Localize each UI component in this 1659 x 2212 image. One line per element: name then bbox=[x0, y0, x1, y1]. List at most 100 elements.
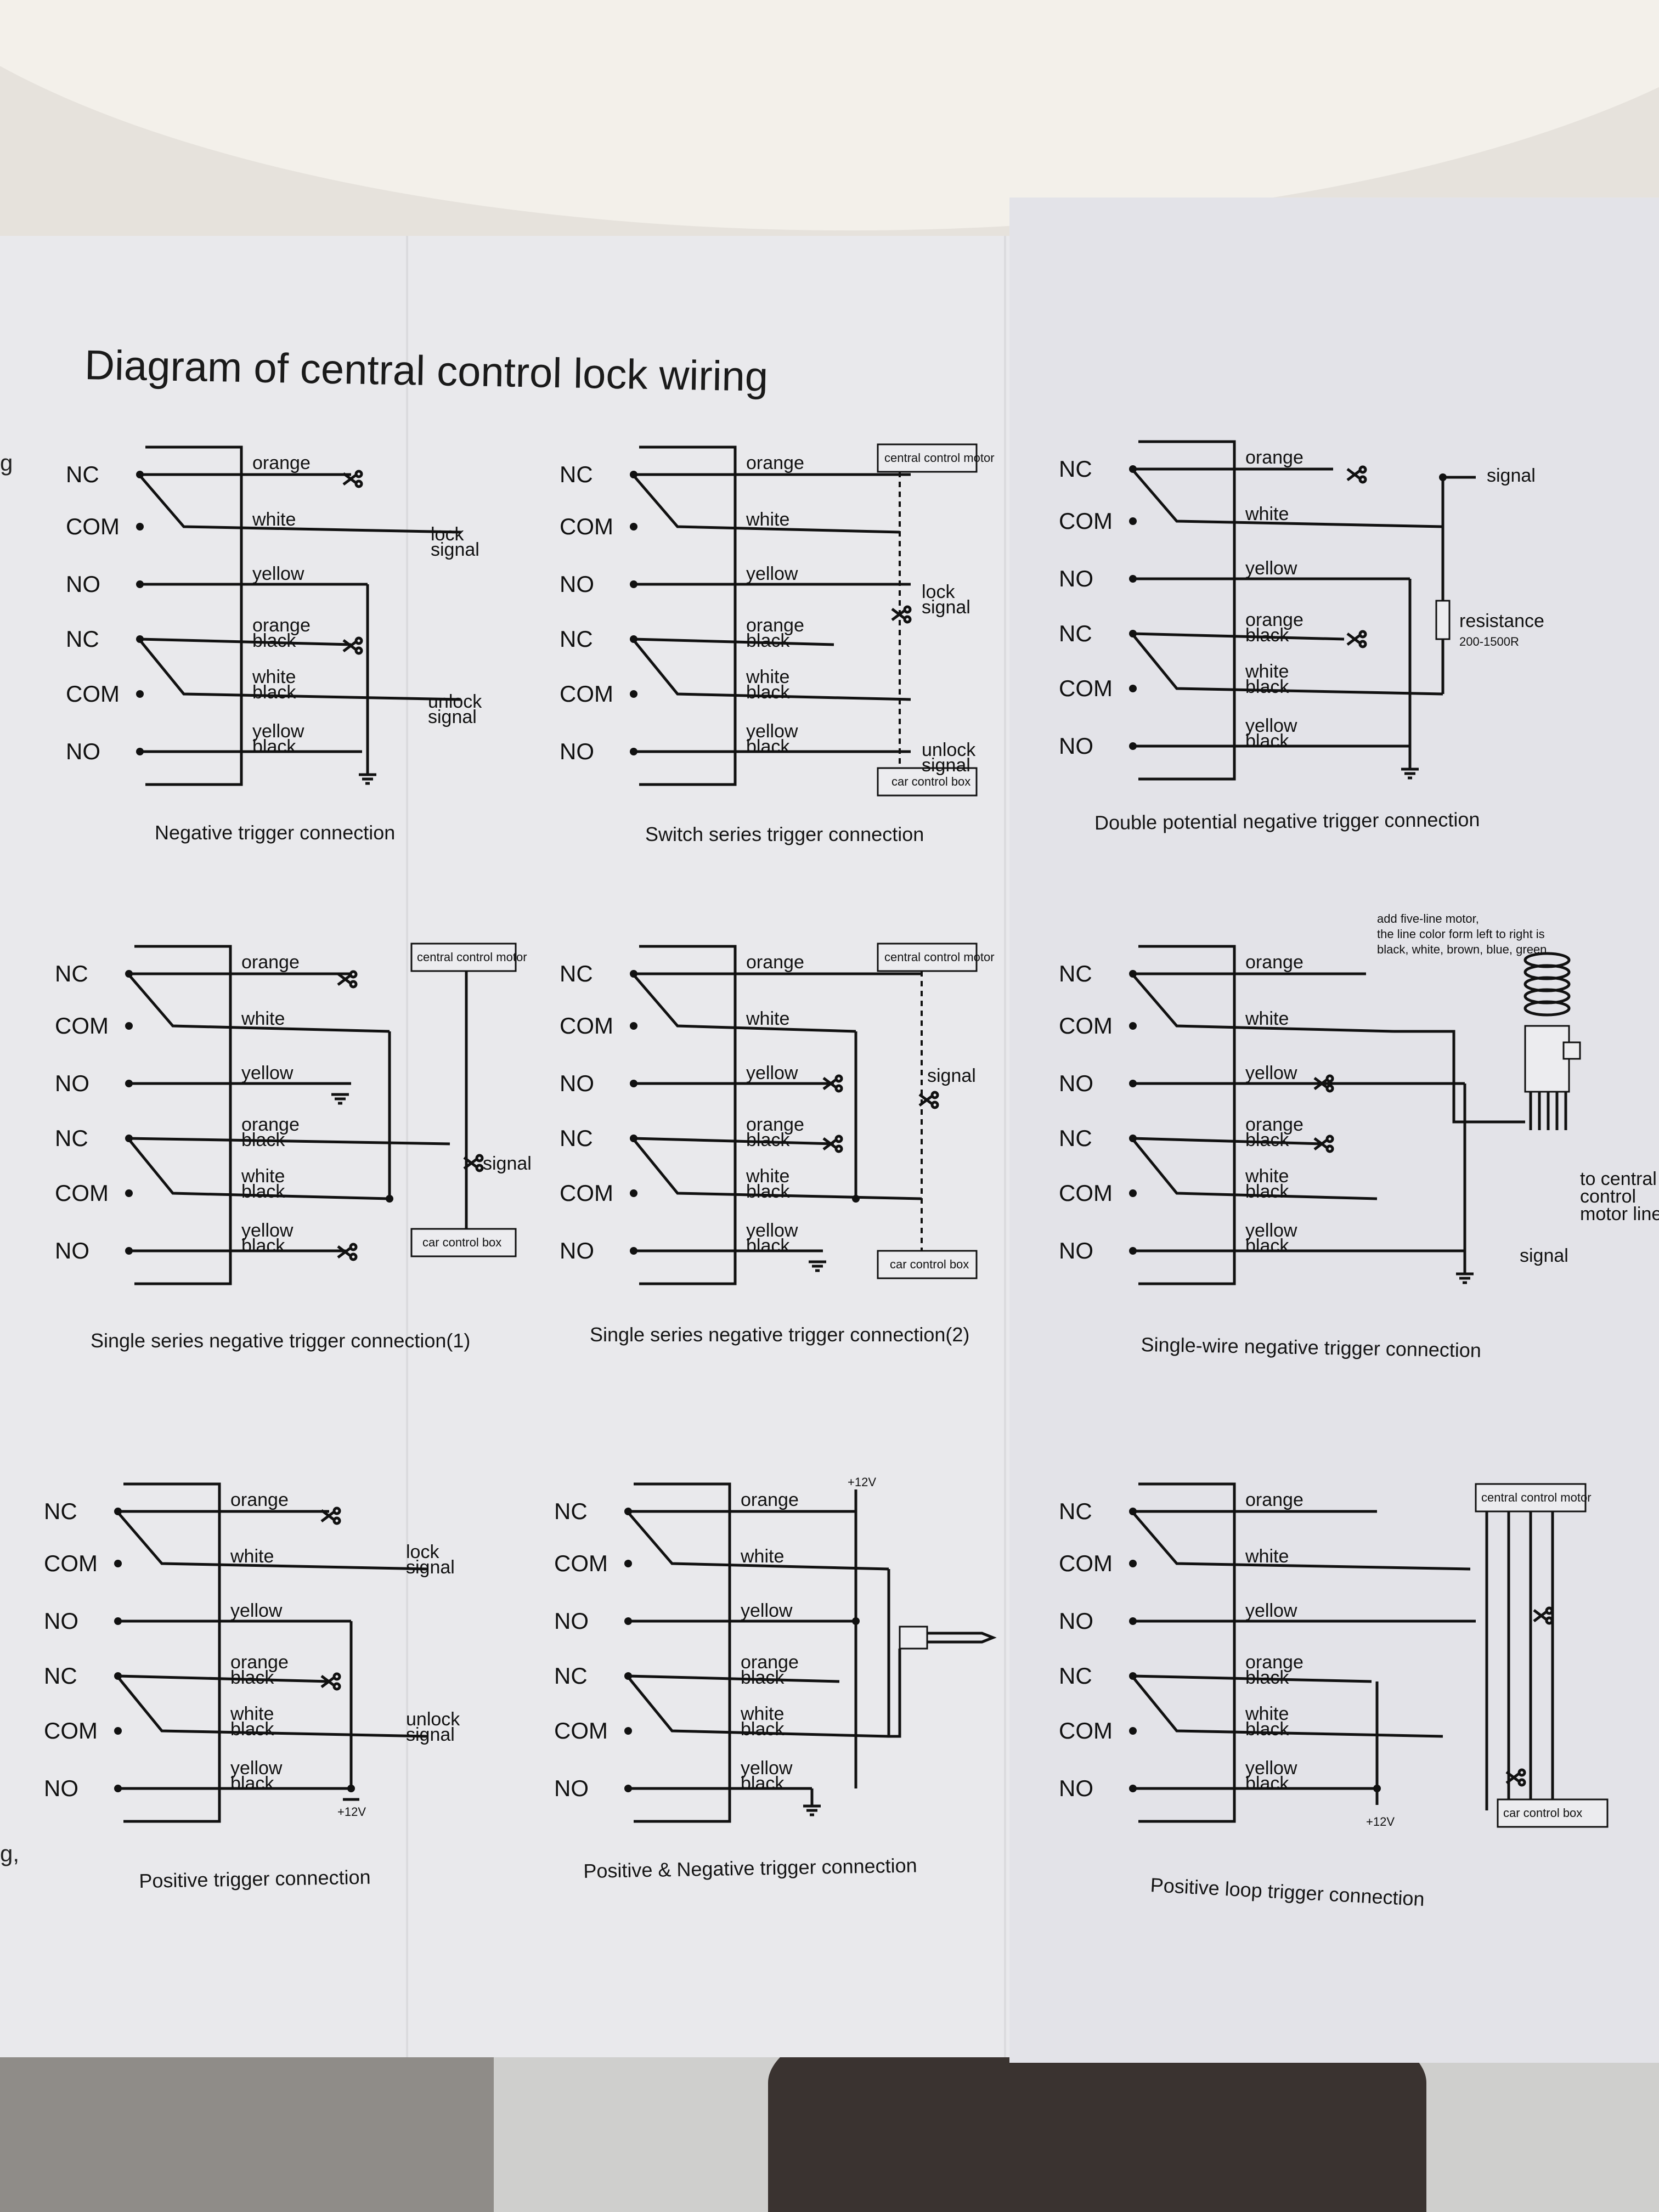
wire-label-white: white bbox=[252, 509, 296, 530]
wire-label-yellow: yellow bbox=[241, 1063, 294, 1084]
pin-terminal bbox=[1129, 1727, 1137, 1735]
scissors-icon bbox=[463, 1154, 484, 1172]
pin-label-com: COM bbox=[560, 681, 613, 707]
unlock-signal-label: unlock bbox=[406, 1709, 460, 1730]
resistor bbox=[1435, 600, 1451, 640]
wire-label-white-black: white bbox=[1245, 1166, 1289, 1187]
wire-label-yellow: yellow bbox=[746, 1063, 798, 1084]
pin-label-com: COM bbox=[560, 1013, 613, 1039]
wire-label-orange-black: black bbox=[1245, 1130, 1289, 1150]
wire-white-black bbox=[117, 1676, 428, 1738]
wire-orange-black bbox=[1132, 1674, 1372, 1683]
wire-label-orange-black: black bbox=[746, 630, 790, 651]
pin-label-com: COM bbox=[66, 681, 120, 707]
pin-label-nc: NC bbox=[66, 626, 99, 652]
edge-fragment: g, bbox=[0, 1841, 20, 1866]
wire-label-white-black: black bbox=[1245, 676, 1289, 697]
scissors-icon bbox=[342, 470, 363, 488]
wire-label-yellow: yellow bbox=[252, 563, 304, 584]
wire-orange-black bbox=[1132, 1137, 1323, 1146]
resistance-label: resistance bbox=[1459, 611, 1544, 631]
central-control-motor-box bbox=[877, 943, 978, 972]
wire-label-orange: orange bbox=[241, 952, 300, 973]
wiring-svg: NCCOMNONCCOMNOorangewhiteyelloworangebla… bbox=[560, 443, 995, 797]
junction-dot bbox=[1439, 473, 1447, 481]
ground-icon bbox=[359, 773, 376, 785]
pin-label-nc: NC bbox=[560, 1125, 593, 1151]
wire-label-orange-black: orange bbox=[746, 615, 804, 636]
lock-signal-label: lock bbox=[406, 1542, 439, 1562]
wire-label-yellow-black: yellow bbox=[1245, 715, 1297, 736]
wire-label-orange-black: black bbox=[741, 1667, 785, 1688]
wire-white bbox=[117, 1511, 428, 1571]
junction-dot bbox=[852, 1195, 860, 1203]
wire-label-white-black: white bbox=[740, 1703, 784, 1724]
car-control-box bbox=[877, 1250, 978, 1279]
wire-label-orange-black: black bbox=[230, 1667, 274, 1688]
wire-label-yellow-black: black bbox=[1245, 731, 1289, 752]
pin-label-no: NO bbox=[1059, 1775, 1093, 1801]
wire-label-white-black: white bbox=[230, 1703, 274, 1724]
wire-label-yellow: yellow bbox=[1245, 1063, 1297, 1084]
pin-terminal bbox=[630, 690, 637, 698]
wire-label-orange-black: black bbox=[746, 1130, 790, 1150]
pin-terminal bbox=[125, 1022, 133, 1030]
wire-orange-black bbox=[117, 1674, 330, 1683]
ground-icon bbox=[1456, 1272, 1474, 1284]
pin-label-no: NO bbox=[554, 1775, 589, 1801]
pin-label-no: NO bbox=[1059, 733, 1093, 759]
car-control-box-label: car control box bbox=[891, 775, 970, 788]
pin-label-no: NO bbox=[560, 738, 594, 764]
pin-label-com: COM bbox=[44, 1550, 98, 1576]
pin-terminal bbox=[125, 1189, 133, 1197]
caption-negative-trigger: Negative trigger connection bbox=[155, 821, 396, 844]
pin-label-no: NO bbox=[1059, 566, 1093, 591]
wire-label-orange: orange bbox=[1245, 952, 1304, 973]
scissors-icon bbox=[320, 1672, 341, 1691]
car-control-box bbox=[1497, 1798, 1609, 1828]
scissors-icon bbox=[320, 1506, 341, 1525]
wire-label-yellow-black: black bbox=[230, 1773, 274, 1794]
central-control-motor-label: central control motor bbox=[1481, 1491, 1592, 1504]
scissors-icon bbox=[1346, 630, 1367, 648]
relay-bracket bbox=[123, 1482, 221, 1823]
pin-terminal bbox=[630, 523, 637, 531]
pin-terminal bbox=[630, 1189, 637, 1197]
pin-terminal bbox=[1129, 685, 1137, 692]
central-control-motor-box bbox=[410, 943, 517, 972]
wire-white bbox=[627, 1511, 889, 1571]
lock-signal-label: signal bbox=[922, 597, 970, 618]
five-line-motor-note: the line color form left to right is bbox=[1377, 927, 1545, 941]
plus12v-label: +12V bbox=[848, 1475, 876, 1489]
pin-label-nc: NC bbox=[560, 961, 593, 986]
wiring-svg: NCCOMNONCCOMNOorangewhiteyelloworangebla… bbox=[560, 943, 995, 1285]
junction-dot bbox=[386, 1195, 393, 1203]
relay-bracket bbox=[634, 1482, 731, 1823]
wiring-svg: NCCOMNONCCOMNOorangewhiteyelloworangebla… bbox=[1059, 440, 1544, 781]
wire-label-white-black: white bbox=[241, 1166, 285, 1187]
plus12v-label: +12V bbox=[1366, 1815, 1395, 1829]
signal-label: signal bbox=[1487, 465, 1536, 486]
pin-terminal bbox=[1129, 517, 1137, 525]
pin-label-no: NO bbox=[55, 1070, 89, 1096]
wire-label-white: white bbox=[230, 1546, 274, 1567]
wire-label-orange-black: black bbox=[1245, 1667, 1289, 1688]
caption-single-series-negative-trigger-2: Single series negative trigger connectio… bbox=[590, 1323, 970, 1346]
wire-label-yellow-black: yellow bbox=[1245, 1758, 1297, 1779]
pin-terminal bbox=[114, 1727, 122, 1735]
wire-orange-black bbox=[633, 637, 834, 646]
relay-bracket bbox=[1138, 945, 1236, 1285]
wire-white-black bbox=[139, 639, 461, 701]
wire-label-white: white bbox=[1245, 504, 1289, 524]
wire-white bbox=[139, 475, 461, 534]
wire-label-white-black: white bbox=[1245, 661, 1289, 682]
pin-label-no: NO bbox=[44, 1608, 78, 1634]
pin-label-no: NO bbox=[554, 1608, 589, 1634]
pin-terminal bbox=[630, 1022, 637, 1030]
